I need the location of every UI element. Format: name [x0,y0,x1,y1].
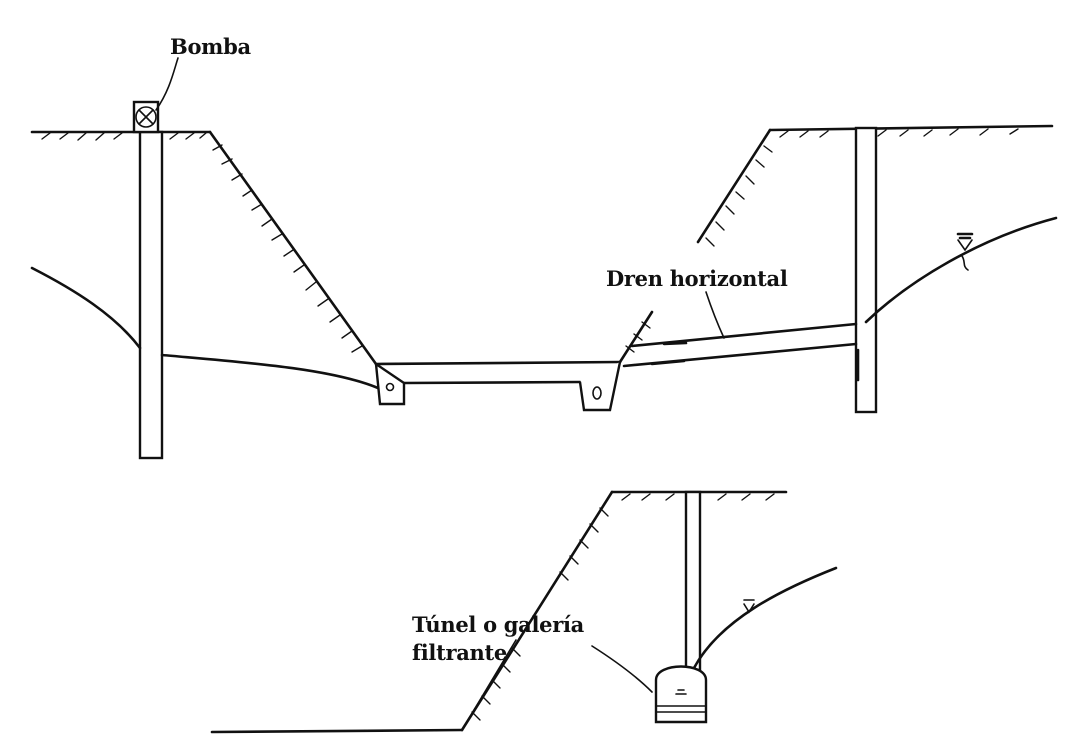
pump-circle-x-icon [132,100,160,134]
right-slope-lower [618,310,654,364]
tunnel-slope [460,490,614,732]
left-surface-hatching [41,132,207,141]
right-drain-pipe [592,386,602,400]
tunnel-leader-line [591,645,653,693]
right-slope-hatching [625,145,773,353]
left-well [138,130,164,460]
excavation-bottom [374,360,622,366]
tunnel-slope-hatching [471,493,775,721]
water-table-right [864,216,1058,324]
tunnel-leader-slope [467,639,517,721]
tunnel-water-table [692,566,838,670]
excavation-bottom-lower [402,380,582,385]
horizontal-drain-label: Dren horizontal [606,266,788,291]
right-ground-surface [768,124,1054,132]
left-slope [208,130,378,366]
pump-leader-line [155,57,179,111]
water-table-triangle-icon [743,599,755,614]
left-slope-hatching [212,144,363,353]
left-drain-pipe [385,382,395,392]
right-slope-upper [696,128,772,244]
right-trench-drain [578,361,622,412]
tunnel-label-line1: Túnel o galería [412,612,584,637]
horizontal-drain-mark [650,341,688,366]
tunnel-gallery-inner [655,705,707,713]
right-well [854,126,878,414]
tunnel-base-ground [210,728,464,734]
horizontal-drain-top [630,322,858,348]
water-table-center [160,353,380,390]
tunnel-shaft [684,490,702,672]
right-surface-hatching [779,128,1019,138]
drain-leader-line [705,291,725,339]
excavation-section [30,57,1058,460]
water-table-triangle-icon [956,232,974,271]
tunnel-label-line2: filtrante [412,640,507,665]
tunnel-water-level [675,689,687,695]
pump-label: Bomba [170,34,251,59]
water-table-left [30,266,142,350]
tunnel-section [210,490,838,734]
